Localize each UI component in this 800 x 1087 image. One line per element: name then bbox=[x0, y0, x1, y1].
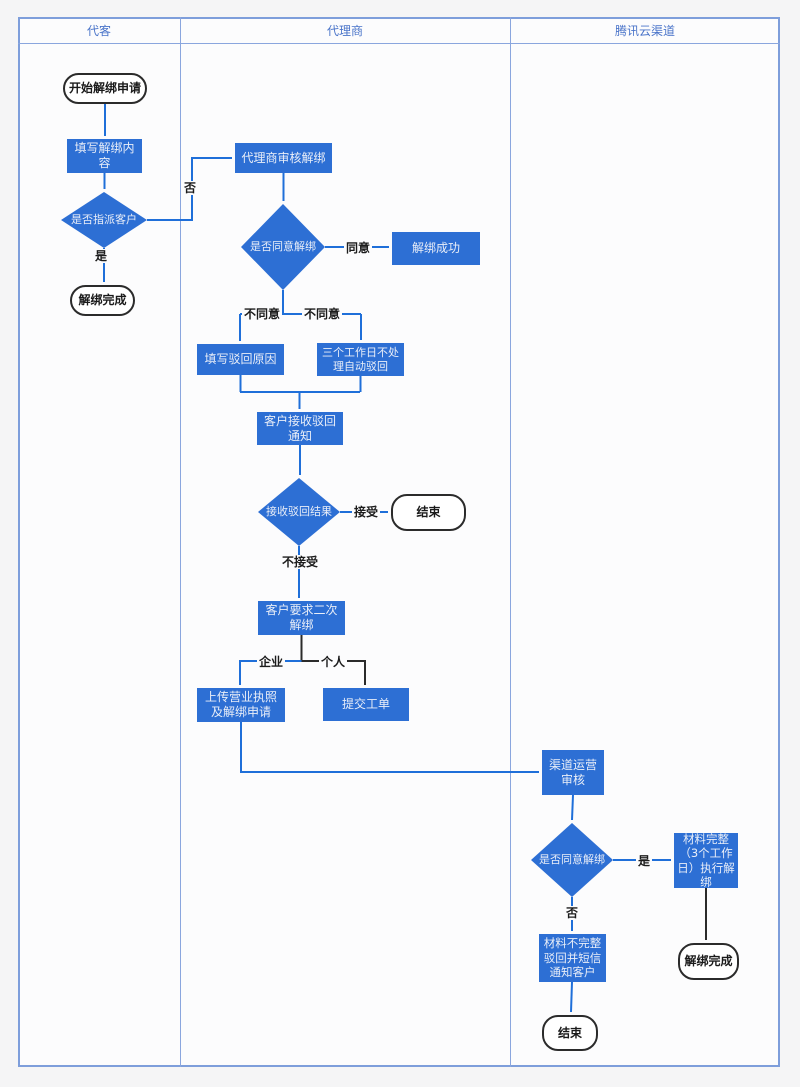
lane-header-tencent-channel: 腾讯云渠道 bbox=[614, 23, 675, 38]
edge-label-disagree-right: 不同意 bbox=[301, 307, 343, 321]
start-node: 开始解绑申请 bbox=[63, 73, 147, 104]
second-unbind-request-node: 客户要求二次解绑 bbox=[258, 601, 345, 635]
unbind-success-node: 解绑成功 bbox=[392, 232, 480, 265]
edge-label-agree: 同意 bbox=[343, 241, 373, 255]
fill-unbind-content-node: 填写解绑内容 bbox=[67, 139, 142, 173]
upload-license-node: 上传营业执照及解绑申请 bbox=[197, 688, 285, 722]
unbind-complete-customer-node: 解绑完成 bbox=[70, 285, 135, 316]
edge-label-enterprise: 企业 bbox=[256, 655, 286, 669]
edge-label-accept: 接受 bbox=[351, 505, 381, 519]
end-incomplete-node: 结束 bbox=[542, 1015, 598, 1051]
end-accept-node: 结束 bbox=[391, 494, 466, 531]
edge-label-disagree-left: 不同意 bbox=[241, 307, 283, 321]
material-incomplete-node: 材料不完整驳回并短信通知客户 bbox=[539, 934, 606, 982]
lane-divider-2 bbox=[510, 17, 511, 1067]
unbind-complete-channel-node: 解绑完成 bbox=[678, 943, 739, 980]
customer-receive-notice-node: 客户接收驳回通知 bbox=[257, 412, 343, 445]
swimlane-pool bbox=[18, 17, 780, 1067]
lane-header-divider bbox=[18, 43, 780, 44]
agent-review-node: 代理商审核解绑 bbox=[235, 143, 332, 173]
fill-reject-reason-node: 填写驳回原因 bbox=[197, 344, 284, 375]
submit-ticket-node: 提交工单 bbox=[323, 688, 409, 721]
lane-header-agent: 代理商 bbox=[326, 23, 363, 38]
edge-label-personal: 个人 bbox=[318, 655, 348, 669]
edge-label-not-accept: 不接受 bbox=[279, 555, 321, 569]
lane-divider-1 bbox=[180, 17, 181, 1067]
edge-label-channel-yes: 是 bbox=[635, 854, 653, 868]
lane-header-customer: 代客 bbox=[86, 23, 111, 38]
auto-reject-node: 三个工作日不处理自动驳回 bbox=[317, 343, 404, 376]
channel-ops-review-node: 渠道运营审核 bbox=[542, 750, 604, 795]
edge-label-yes-assign: 是 bbox=[92, 249, 110, 263]
edge-label-no-assign: 否 bbox=[181, 181, 199, 195]
edge-label-channel-no: 否 bbox=[563, 906, 581, 920]
material-complete-node: 材料完整（3个工作日）执行解绑 bbox=[674, 832, 738, 889]
